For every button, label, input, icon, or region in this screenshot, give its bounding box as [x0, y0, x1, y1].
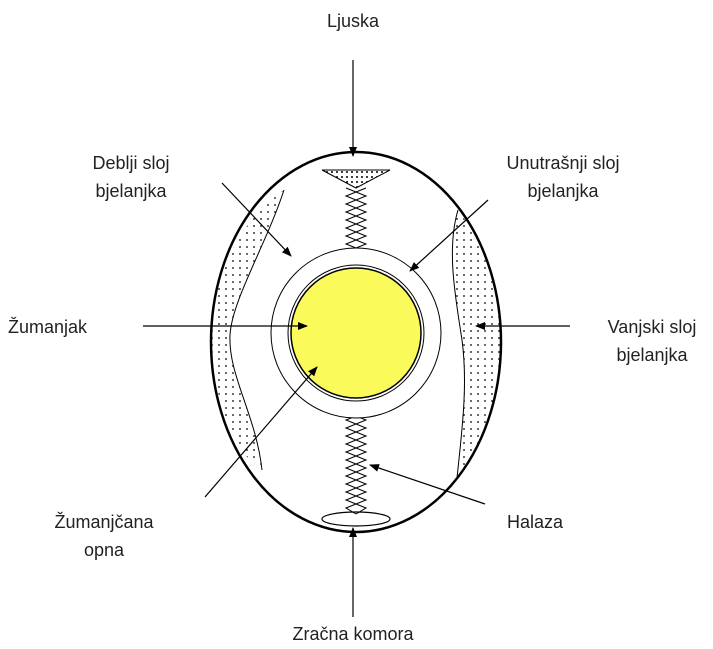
label-zumanjak: Žumanjak	[8, 317, 88, 337]
label-unutrasnji-sloj-line1: Unutrašnji sloj	[506, 153, 619, 173]
shell-dotted-cap	[322, 170, 390, 188]
label-halaza: Halaza	[507, 512, 564, 532]
label-unutrasnji-sloj-line2: bjelanjka	[527, 181, 599, 201]
pointer-halaza	[370, 465, 485, 504]
outer-albumen-right-region	[452, 210, 500, 478]
label-deblji-sloj-line1: Deblji sloj	[92, 153, 169, 173]
label-deblji-sloj-line2: bjelanjka	[95, 181, 167, 201]
label-ljuska: Ljuska	[327, 11, 380, 31]
lower-chalaza-zigzag-2	[346, 406, 366, 514]
label-zumanjcana-opna-line2: opna	[84, 540, 125, 560]
label-vanjski-sloj-line2: bjelanjka	[616, 345, 688, 365]
air-cell	[322, 512, 390, 526]
label-zumanjcana-opna-line1: Žumanjčana	[54, 512, 154, 532]
lower-chalaza-zigzag	[346, 406, 366, 514]
label-vanjski-sloj-line1: Vanjski sloj	[608, 317, 697, 337]
yolk	[291, 268, 421, 398]
label-zracna-komora: Zračna komora	[292, 624, 414, 644]
